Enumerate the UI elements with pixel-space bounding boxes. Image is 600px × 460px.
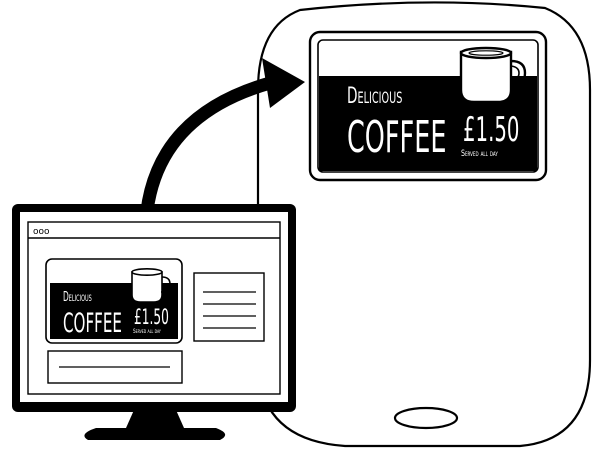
small-sign-subtext: Served all day (133, 328, 161, 335)
sidebar-text-block (194, 273, 264, 341)
small-sign-line2-text: COFFEE (63, 309, 122, 340)
large-device: Delicious COFFEE £1.50 Served all day (258, 2, 590, 446)
sign-price-text: £1.50 (463, 109, 519, 149)
monitor-neck (126, 410, 184, 428)
sign-line1-text: Delicious (347, 84, 402, 109)
browser-window-dots[interactable]: ooo (33, 227, 50, 237)
footer-text-block (48, 351, 182, 383)
small-sign-price-text: £1.50 (134, 306, 169, 330)
monitor-base (84, 428, 225, 440)
small-sign-line1-text: Delicious (63, 289, 92, 305)
sign-line2-text: COFFEE (347, 113, 446, 163)
device-home-button[interactable] (395, 408, 457, 428)
monitor-icon: ooo Delicious COFFEE £1.50 Served all da… (12, 204, 296, 440)
browser-window-icon: ooo Delicious COFFEE £1.50 Served all da… (28, 222, 280, 394)
sign-subtext: Served all day (461, 148, 499, 158)
small-sign-card: Delicious COFFEE £1.50 Served all day (46, 259, 182, 343)
large-sign-card: Delicious COFFEE £1.50 Served all day (310, 32, 546, 180)
